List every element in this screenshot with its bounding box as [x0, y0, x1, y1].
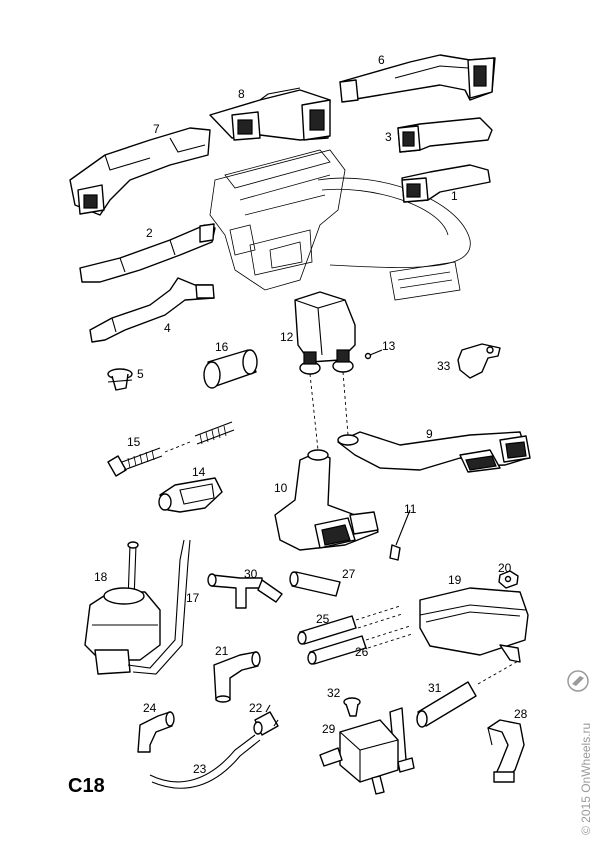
part-3-air-duct: [397, 117, 493, 153]
callout-18: 18: [94, 570, 108, 584]
callout-3: 3: [385, 130, 392, 144]
callout-22: 22: [249, 701, 263, 715]
part-29-solenoid-valve: [319, 707, 415, 795]
callout-26: 26: [355, 645, 369, 659]
part-19-vacuum-reservoir: [419, 587, 529, 663]
part-22-check-valve: [253, 704, 279, 736]
callout-14: 14: [192, 465, 206, 479]
part-4-air-duct: [89, 277, 215, 343]
callout-12: 12: [280, 330, 294, 344]
callout-32: 32: [327, 686, 341, 700]
callout-28: 28: [514, 707, 528, 721]
callout-9: 9: [426, 427, 433, 441]
part-23-vacuum-line: [149, 734, 261, 789]
callout-13: 13: [382, 339, 396, 353]
callout-4: 4: [164, 321, 171, 335]
part-25-hose: [297, 605, 403, 645]
callout-11: 11: [404, 502, 417, 516]
callout-labels: 1 2 3 4 5 6 7 8 9 10 11 12 13 14 15 16 1…: [94, 53, 528, 776]
part-24-elbow-hose: [137, 711, 175, 753]
watermark-logo-icon: [567, 670, 589, 692]
callout-15: 15: [127, 435, 141, 449]
callout-30: 30: [244, 567, 258, 581]
callout-24: 24: [143, 701, 157, 715]
part-9-air-duct: [337, 431, 531, 473]
callout-8: 8: [238, 87, 245, 101]
part-31-hose: [416, 659, 521, 728]
callout-6: 6: [378, 53, 385, 67]
part-14-clip: [158, 477, 223, 513]
callout-20: 20: [498, 561, 512, 575]
callout-25: 25: [316, 612, 330, 626]
part-8-air-duct: [209, 87, 331, 141]
callout-2: 2: [146, 226, 153, 240]
callout-19: 19: [448, 573, 462, 587]
part-21-elbow-hose: [213, 651, 261, 703]
part-13-screw: [364, 349, 383, 360]
callout-10: 10: [274, 481, 288, 495]
part-7-air-duct: [69, 127, 211, 216]
callout-23: 23: [193, 762, 207, 776]
callout-5: 5: [137, 367, 144, 381]
heater-housing: [209, 149, 471, 301]
callout-17: 17: [186, 591, 200, 605]
diagram-code: C18: [68, 775, 105, 797]
callout-31: 31: [428, 681, 442, 695]
part-28-clamp: [487, 719, 525, 783]
part-32-screw: [343, 697, 361, 717]
part-1-air-duct: [401, 164, 491, 203]
part-16-sleeve: [203, 349, 258, 389]
callout-33: 33: [437, 359, 451, 373]
part-18-vacuum-actuator: [84, 539, 191, 675]
callout-1: 1: [451, 189, 458, 203]
part-26-hose: [307, 625, 413, 665]
part-2-air-duct: [79, 223, 216, 283]
callout-16: 16: [215, 340, 229, 354]
part-5-clip: [107, 368, 133, 391]
callout-29: 29: [322, 722, 336, 736]
part-20-nut: [498, 570, 519, 589]
callout-7: 7: [153, 122, 160, 136]
part-30-t-connector: [207, 573, 283, 609]
part-12-air-distributor: [294, 291, 356, 375]
part-11-pin: [389, 509, 411, 561]
part-15-rod: [107, 421, 235, 477]
part-27-connector: [289, 571, 341, 597]
watermark-text: © 2015 OnWheels.ru: [579, 723, 593, 835]
part-6-air-duct: [339, 54, 496, 103]
callout-27: 27: [342, 567, 356, 581]
part-10-air-duct: [274, 449, 379, 551]
watermark: © 2015 OnWheels.ru: [567, 670, 593, 835]
callout-21: 21: [215, 644, 229, 658]
part-33-bracket: [457, 343, 501, 379]
